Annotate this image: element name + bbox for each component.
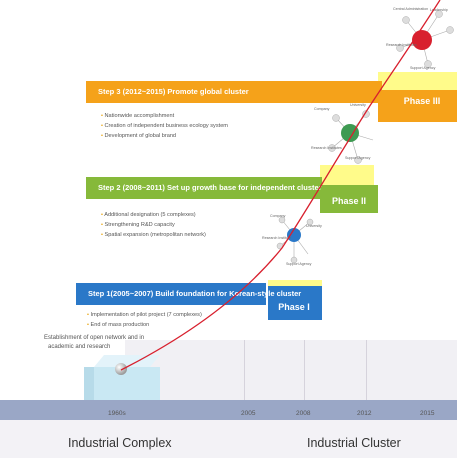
list-item: Development of global brand xyxy=(101,131,228,141)
step3-band: Step 3 (2012~2015) Promote global cluste… xyxy=(86,81,382,103)
step1-band: Step 1(2005~2007) Build foundation for K… xyxy=(76,283,301,305)
timeline-year-2008: 2008 xyxy=(296,410,311,417)
list-item: Creation of independent business ecology… xyxy=(101,121,228,131)
phase1-label: Phase I xyxy=(278,302,310,312)
note-line-1: Establishment of open network and indust… xyxy=(44,335,144,341)
phase3-node-label: Central Administration xyxy=(393,7,429,11)
phase3-node-label: Research Institutes xyxy=(386,43,417,47)
divider-2008 xyxy=(304,340,305,400)
divider-2005 xyxy=(244,340,245,400)
network-phase2 xyxy=(328,110,374,164)
timeline-year-2005: 2005 xyxy=(241,410,256,417)
phase2-node-label: Company xyxy=(314,107,330,111)
timeline-year-2012: 2012 xyxy=(357,410,372,417)
phase1-node-label: Research Institute xyxy=(262,236,291,240)
bottom-band xyxy=(0,420,457,458)
phase3-pedestal xyxy=(378,72,457,122)
list-item: Additional designation (5 complexes) xyxy=(101,210,206,220)
step1-title: Step 1(2005~2007) Build foundation for K… xyxy=(88,289,302,298)
phase2-node-label: University xyxy=(350,103,366,107)
timeline-bar xyxy=(0,400,457,420)
step2-bullets: Additional designation (5 complexes) Str… xyxy=(101,210,206,240)
list-item: Spatial expansion (metropolitan network) xyxy=(101,230,206,240)
note-line-2: academic and research xyxy=(48,344,111,350)
phase1-node-label: Company xyxy=(270,214,286,218)
phase2-pedestal xyxy=(320,165,378,213)
phase2-label: Phase II xyxy=(331,196,367,206)
phase1-pedestal xyxy=(268,280,322,320)
node-ball-1960s xyxy=(115,363,127,375)
list-item: Nationwide accomplishment xyxy=(101,111,228,121)
list-item: Strengthening R&D capacity xyxy=(101,220,206,230)
step3-bullets: Nationwide accomplishment Creation of in… xyxy=(101,111,228,141)
list-item: Implementation of pilot project (7 compl… xyxy=(87,310,202,320)
step2-band: Step 2 (2008~2011) Set up growth base fo… xyxy=(86,177,322,199)
label-industrial-complex: Industrial Complex xyxy=(68,436,172,450)
network-phase1 xyxy=(276,216,314,264)
timeline-year-2015: 2015 xyxy=(420,410,435,417)
phase3-label: Phase III xyxy=(403,96,441,106)
phase2-node-label: Support Agency xyxy=(345,156,371,160)
list-item: End of mass production xyxy=(87,320,202,330)
timeline-year-1960s: 1960s xyxy=(108,410,126,417)
divider-2012 xyxy=(366,340,367,400)
background-panel xyxy=(125,340,457,400)
step2-title: Step 2 (2008~2011) Set up growth base fo… xyxy=(98,183,322,192)
phase3-node-label: Leadership xyxy=(430,8,448,12)
step3-title: Step 3 (2012~2015) Promote global cluste… xyxy=(98,87,249,96)
note-text: Establishment of open network and indust… xyxy=(44,334,144,352)
phase1-node-label: University xyxy=(306,224,322,228)
label-industrial-cluster: Industrial Cluster xyxy=(307,436,401,450)
phase1-node-label: Support Agency xyxy=(286,262,312,266)
phase3-node-label: Support Agency xyxy=(410,66,436,70)
step1-bullets: Implementation of pilot project (7 compl… xyxy=(87,310,202,330)
phase2-node-label: Research Institutes xyxy=(311,146,342,150)
